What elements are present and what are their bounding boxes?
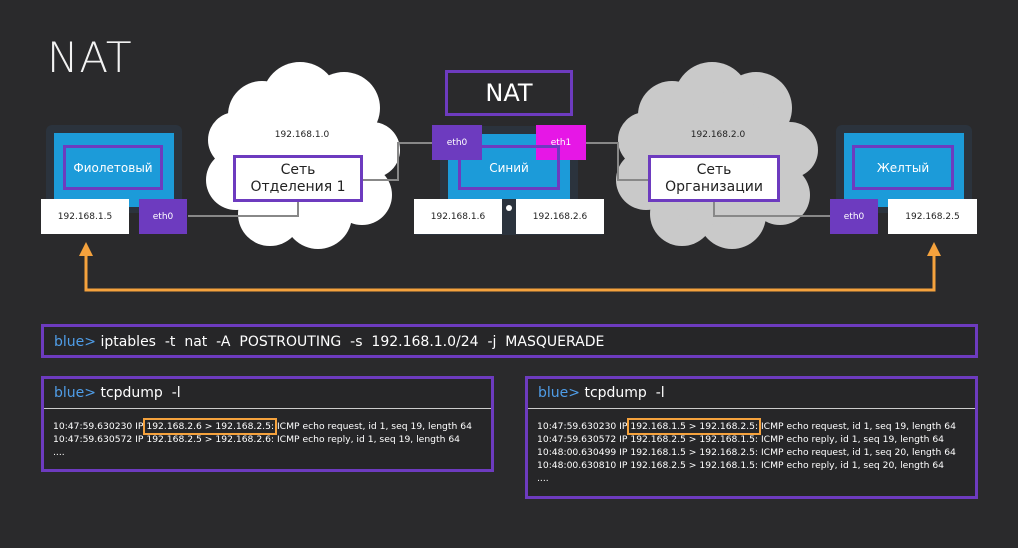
- log-highlight: 192.168.1.5 > 192.168.2.5:: [627, 418, 762, 435]
- tcpdump-right-prompt: blue>: [538, 385, 580, 401]
- tcpdump-right-line-4: 10:48:00.630810 IP 192.168.2.5 > 192.168…: [537, 460, 945, 471]
- arrow-head-right: [927, 242, 941, 256]
- tcpdump-right-line-3: 10:48:00.630499 IP 192.168.1.5 > 192.168…: [537, 447, 956, 458]
- cloud-right-subnet: 192.168.2.0: [690, 130, 746, 140]
- tcpdump-right-line-2: 10:47:59.630572 IP 192.168.2.5 > 192.168…: [537, 434, 945, 445]
- host-violet-name: Фиолетовый: [63, 145, 163, 190]
- host-blue-ip-right: 192.168.2.6: [516, 199, 604, 234]
- host-yellow-ip: 192.168.2.5: [888, 199, 977, 234]
- cloud-left-subnet: 192.168.1.0: [274, 130, 330, 140]
- log-suffix: ICMP echo request, id 1, seq 19, length …: [274, 421, 472, 432]
- network-organization-line1: Сеть: [696, 161, 732, 178]
- laptop-blue-trackpoint: [506, 205, 512, 211]
- network-department-box: Сеть Отделения 1: [233, 155, 363, 202]
- tcpdump-right-divider: [528, 408, 975, 409]
- traffic-arrow: [84, 250, 936, 292]
- network-department-line2: Отделения 1: [250, 178, 346, 195]
- log-suffix: ICMP echo request, id 1, seq 19, length …: [758, 421, 956, 432]
- tcpdump-left-prompt: blue>: [54, 385, 96, 401]
- log-prefix: 10:47:59.630230 IP: [53, 421, 147, 432]
- tcpdump-left-divider: [44, 408, 491, 409]
- iptables-prompt: blue>: [54, 334, 96, 350]
- tcpdump-right-cmd: tcpdump -l: [580, 385, 665, 401]
- tcpdump-right-line-5: ....: [537, 473, 549, 484]
- host-violet-eth0: eth0: [139, 199, 187, 234]
- network-organization-box: Сеть Организации: [648, 155, 780, 202]
- tcpdump-right-panel: blue> tcpdump -l 10:47:59.630230 IP 192.…: [525, 376, 978, 499]
- host-blue-name: Синий: [458, 145, 560, 190]
- tcpdump-left-cmd: tcpdump -l: [96, 385, 181, 401]
- tcpdump-left-line-1: 10:47:59.630230 IP 192.168.2.6 > 192.168…: [53, 418, 472, 435]
- host-blue-ip-left: 192.168.1.6: [414, 199, 502, 234]
- log-highlight: 192.168.2.6 > 192.168.2.5:: [143, 418, 278, 435]
- tcpdump-left-command: blue> tcpdump -l: [54, 385, 181, 401]
- arrow-head-left: [79, 242, 93, 256]
- tcpdump-right-output: 10:47:59.630230 IP 192.168.1.5 > 192.168…: [537, 418, 956, 485]
- tcpdump-left-panel: blue> tcpdump -l 10:47:59.630230 IP 192.…: [41, 376, 494, 472]
- tcpdump-right-line-1: 10:47:59.630230 IP 192.168.1.5 > 192.168…: [537, 418, 956, 435]
- iptables-text: iptables -t nat -A POSTROUTING -s 192.16…: [96, 334, 605, 350]
- host-blue-eth1: eth1: [536, 125, 586, 160]
- host-yellow-name: Желтый: [852, 145, 954, 190]
- iptables-command: blue> iptables -t nat -A POSTROUTING -s …: [54, 334, 604, 350]
- log-prefix: 10:47:59.630230 IP: [537, 421, 631, 432]
- tcpdump-right-command: blue> tcpdump -l: [538, 385, 665, 401]
- network-organization-line2: Организации: [665, 178, 763, 195]
- nat-label: NAT: [445, 70, 573, 116]
- network-wires: [188, 142, 830, 217]
- host-blue-eth0: eth0: [432, 125, 482, 160]
- tcpdump-left-line-3: ....: [53, 447, 65, 458]
- host-violet-ip: 192.168.1.5: [41, 199, 129, 234]
- page-title: NAT: [47, 33, 133, 82]
- tcpdump-left-line-2: 10:47:59.630572 IP 192.168.2.5 > 192.168…: [53, 434, 461, 445]
- iptables-command-panel: blue> iptables -t nat -A POSTROUTING -s …: [41, 324, 978, 358]
- host-yellow-eth0: eth0: [830, 199, 878, 234]
- tcpdump-left-output: 10:47:59.630230 IP 192.168.2.6 > 192.168…: [53, 418, 472, 459]
- network-department-line1: Сеть: [280, 161, 316, 178]
